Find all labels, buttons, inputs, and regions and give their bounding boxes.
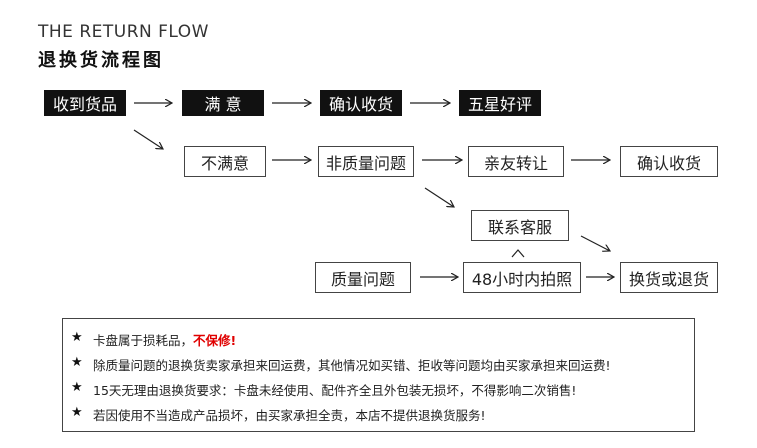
box-five-star: 五星好评 [459, 90, 541, 116]
box-confirm-receipt: 确认收货 [320, 90, 402, 116]
star-icon: ★ [71, 330, 83, 345]
arrow-diag-2 [424, 187, 454, 207]
box-transfer-to-friend: 亲友转让 [468, 146, 564, 177]
note-2-text: 除质量问题的退换货卖家承担来回运费，其他情况如买错、拒收等问题均由买家承担来回运… [93, 358, 611, 373]
box-confirm-receipt-2: 确认收货 [620, 146, 718, 177]
arrow-diag-3 [580, 235, 610, 251]
notice-panel: ★ 卡盘属于损耗品，不保修! ★ 除质量问题的退换货卖家承担来回运费，其他情况如… [62, 318, 695, 432]
box-quality-issue: 质量问题 [315, 262, 411, 293]
title-chinese: 退换货流程图 [38, 50, 164, 71]
star-icon: ★ [71, 380, 83, 395]
box-exchange-or-return: 换货或退货 [620, 262, 718, 293]
note-1-emphasis: 不保修! [193, 333, 237, 348]
arrow-diag-1 [133, 129, 163, 149]
note-1-text: 卡盘属于损耗品， [93, 333, 194, 348]
box-not-satisfied: 不满意 [184, 146, 266, 177]
box-satisfied: 满 意 [182, 90, 264, 116]
note-3-text: 15天无理由退换货要求：卡盘未经使用、配件齐全且外包装无损坏，不得影响二次销售! [93, 383, 577, 398]
star-icon: ★ [71, 355, 83, 370]
box-contact-service: 联系客服 [471, 210, 569, 241]
note-4-text: 若因使用不当造成产品损坏，由买家承担全责，本店不提供退换货服务! [93, 408, 486, 423]
box-photo-48h: 48小时内拍照 [463, 262, 581, 293]
box-non-quality-issue: 非质量问题 [318, 146, 414, 177]
star-icon: ★ [71, 405, 83, 420]
box-received: 收到货品 [44, 90, 126, 116]
caret-up [511, 249, 525, 258]
title-english: THE RETURN FLOW [38, 22, 209, 42]
